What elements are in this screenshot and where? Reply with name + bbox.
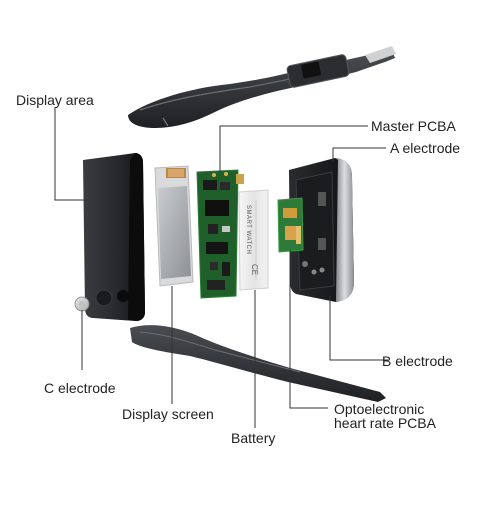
c-electrode: [74, 296, 90, 312]
battery-ce-mark: CE: [250, 264, 259, 275]
battery: SMART WATCH CE: [238, 189, 269, 291]
leader-opto-pcba: [289, 250, 328, 409]
a-electrode-label: A electrode: [390, 140, 461, 156]
master-pcba: [196, 169, 244, 299]
back-case: [289, 158, 354, 302]
optoelectronic-heart-rate-pcba: [277, 197, 304, 253]
display-area-case: [83, 153, 145, 321]
leader-display-area: [54, 107, 92, 201]
display-screen: [154, 165, 194, 287]
leader-a-electrode: [332, 147, 386, 162]
display-screen-label: Display screen: [122, 406, 214, 422]
c-electrode-label: C electrode: [44, 380, 116, 396]
battery-brand-print: SMART WATCH: [245, 205, 251, 254]
master-pcba-label: Master PCBA: [371, 118, 456, 134]
leader-lines: [54, 107, 388, 428]
upper-strap: [128, 46, 396, 128]
display-area-label: Display area: [16, 92, 94, 108]
battery-label: Battery: [231, 430, 276, 446]
leader-master-pcba: [219, 125, 368, 172]
b-electrode-label: B electrode: [382, 353, 453, 369]
opto-pcba-label: Optoelectronic heart rate PCBA: [334, 401, 436, 431]
lower-strap: [130, 325, 386, 402]
leader-b-electrode: [329, 296, 388, 361]
